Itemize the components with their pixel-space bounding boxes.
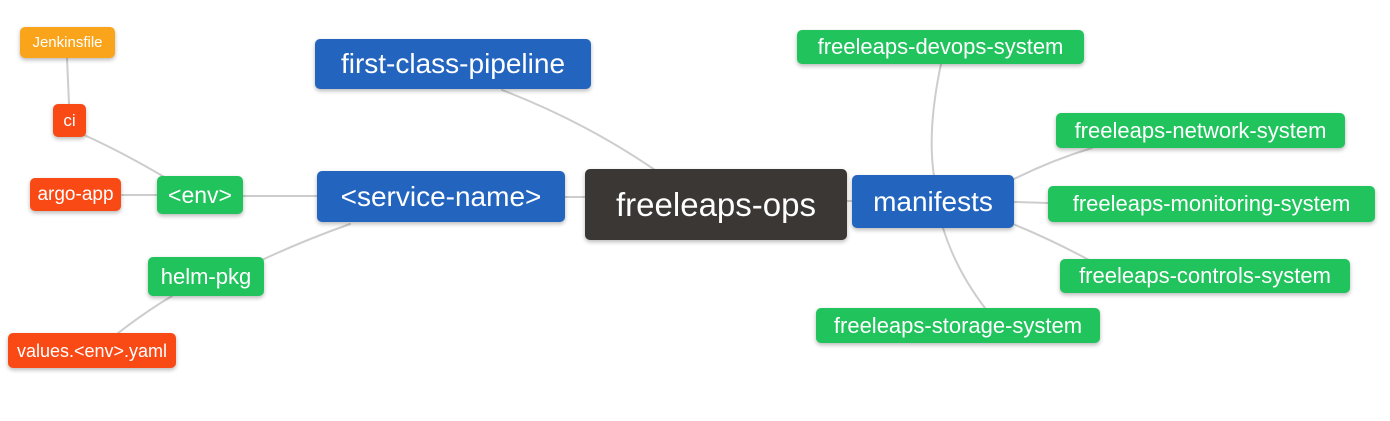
node-helm-pkg[interactable]: helm-pkg: [148, 257, 264, 296]
node-env[interactable]: <env>: [157, 176, 243, 214]
connector-servicename-helmpkg: [263, 223, 351, 260]
connector-helmpkg-values: [116, 295, 173, 335]
node-freeleaps-devops-system[interactable]: freeleaps-devops-system: [797, 30, 1084, 64]
node-freeleaps-ops-root[interactable]: freeleaps-ops: [585, 169, 847, 240]
connector-manifests-monitoring: [1013, 201, 1049, 204]
connector-jenkinsfile-ci: [66, 57, 70, 105]
connector-ci-env: [83, 134, 167, 179]
node-freeleaps-controls-system[interactable]: freeleaps-controls-system: [1060, 259, 1350, 293]
node-freeleaps-network-system[interactable]: freeleaps-network-system: [1056, 113, 1345, 148]
connector-manifests-controls: [1012, 223, 1090, 261]
node-ci[interactable]: ci: [53, 104, 86, 137]
connector-manifests-devops: [930, 63, 942, 177]
node-first-class-pipeline[interactable]: first-class-pipeline: [315, 39, 591, 89]
node-manifests[interactable]: manifests: [852, 175, 1014, 228]
connector-group: [66, 57, 1093, 335]
node-service-name[interactable]: <service-name>: [317, 171, 565, 222]
node-argo-app[interactable]: argo-app: [30, 178, 121, 211]
node-freeleaps-monitoring-system[interactable]: freeleaps-monitoring-system: [1048, 186, 1375, 222]
node-jenkinsfile[interactable]: Jenkinsfile: [20, 27, 115, 58]
connector-manifests-network: [1011, 147, 1093, 181]
node-values-env-yaml[interactable]: values.<env>.yaml: [8, 333, 176, 368]
connector-manifests-storage: [942, 227, 986, 309]
node-freeleaps-storage-system[interactable]: freeleaps-storage-system: [816, 308, 1100, 343]
connector-pipeline-root: [501, 89, 656, 171]
